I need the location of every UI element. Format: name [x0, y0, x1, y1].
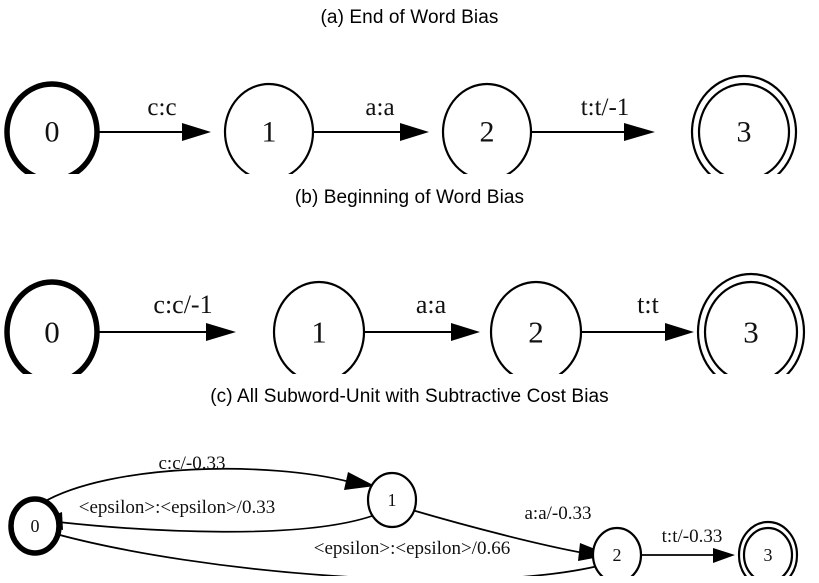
panel-c-graph: c:c/-0.33 <epsilon>:<epsilon>/0.33 a:a/-… — [8, 453, 799, 576]
state-label: 1 — [262, 115, 277, 148]
transition-2-to-3: t:t/-0.33 — [640, 526, 735, 563]
state-outline — [4, 81, 100, 174]
state-outline — [489, 280, 583, 374]
state-label: 0 — [31, 516, 40, 536]
state-node-3[interactable]: 3 — [696, 272, 806, 374]
state-outline-inner — [703, 280, 799, 374]
transition-label: a:a — [365, 94, 394, 121]
transition-label: c:c/-0.33 — [158, 453, 225, 474]
state-outline — [223, 82, 315, 174]
state-label: 0 — [45, 115, 60, 148]
state-label: 3 — [764, 545, 773, 565]
state-outline — [591, 526, 643, 576]
panel-c-title: (c) All Subword-Unit with Subtractive Co… — [210, 386, 609, 407]
state-node-0[interactable]: 0 — [4, 81, 100, 174]
state-label: 0 — [44, 314, 60, 349]
transition-2-to-0: <epsilon>:<epsilon>/0.66 — [30, 523, 599, 576]
panel-b-title: (b) Beginning of Word Bias — [294, 187, 525, 208]
transition-1-to-0: <epsilon>:<epsilon>/0.33 — [32, 497, 373, 533]
arrowhead-icon — [206, 322, 236, 341]
panel-b-graph: c:c/-1 a:a t:t 0 1 — [4, 272, 806, 374]
state-label: 3 — [737, 115, 752, 148]
state-outline — [366, 471, 418, 528]
state-label: 1 — [388, 490, 397, 510]
panel-beginning-of-word-bias: (b) Beginning of Word Bias c:c/-1 a:a t:… — [0, 180, 819, 380]
arrowhead-icon — [665, 322, 694, 341]
state-label: 2 — [613, 545, 622, 565]
arrowhead-icon — [400, 122, 429, 141]
panel-end-of-word-bias: (a) End of Word Bias c:c a:a t:t/-1 — [0, 0, 819, 180]
edge-curve — [41, 467, 351, 504]
state-node-1[interactable]: 1 — [366, 471, 418, 528]
arrowhead-icon — [451, 322, 480, 341]
arrowhead-icon — [182, 122, 211, 141]
edge-curve — [55, 533, 599, 576]
transition-1-to-2: a:a — [313, 94, 429, 141]
state-node-2[interactable]: 2 — [489, 280, 583, 374]
transition-label: a:a — [416, 290, 447, 319]
state-label: 2 — [480, 115, 495, 148]
edge-curve — [57, 515, 373, 533]
transition-2-to-3: t:t — [580, 290, 694, 341]
state-outline — [272, 280, 366, 374]
transition-label: t:t/-1 — [581, 94, 630, 121]
state-node-2[interactable]: 2 — [591, 526, 643, 576]
arrowhead-icon — [624, 122, 655, 141]
state-outline — [4, 279, 100, 374]
panel-a-title: (a) End of Word Bias — [320, 7, 499, 28]
transition-label: t:t — [637, 290, 659, 319]
state-node-3[interactable]: 3 — [737, 520, 799, 576]
panel-all-subword-unit-subtractive-cost-bias: (c) All Subword-Unit with Subtractive Co… — [0, 380, 819, 583]
arrowhead-icon — [344, 471, 375, 490]
transition-0-to-1: c:c/-0.33 — [41, 453, 375, 504]
transition-label: <epsilon>:<epsilon>/0.33 — [79, 497, 275, 518]
state-node-0[interactable]: 0 — [8, 496, 62, 556]
state-outline-inner — [742, 526, 794, 576]
transition-0-to-1: c:c/-1 — [96, 290, 236, 341]
transition-2-to-3: t:t/-1 — [531, 94, 655, 141]
state-node-0[interactable]: 0 — [4, 279, 100, 374]
state-label: 2 — [528, 314, 544, 349]
state-label: 1 — [311, 314, 327, 349]
transition-0-to-1: c:c — [96, 94, 211, 141]
state-label: 3 — [743, 314, 759, 349]
transition-label: <epsilon>:<epsilon>/0.66 — [314, 538, 510, 559]
state-node-3[interactable]: 3 — [690, 74, 798, 174]
state-node-1[interactable]: 1 — [223, 82, 315, 174]
edge-curve — [411, 509, 585, 554]
state-outline — [8, 496, 62, 556]
transition-label: t:t/-0.33 — [662, 526, 723, 547]
panel-a-graph: c:c a:a t:t/-1 0 1 — [4, 74, 798, 174]
transition-label: c:c/-1 — [153, 290, 212, 319]
state-outline-inner — [697, 82, 791, 174]
state-outline — [441, 82, 533, 174]
transition-1-to-2: a:a — [364, 290, 480, 341]
arrowhead-icon — [713, 547, 735, 563]
state-node-1[interactable]: 1 — [272, 280, 366, 374]
state-node-2[interactable]: 2 — [441, 82, 533, 174]
transition-label: a:a/-0.33 — [524, 503, 591, 524]
transition-label: c:c — [147, 94, 176, 121]
